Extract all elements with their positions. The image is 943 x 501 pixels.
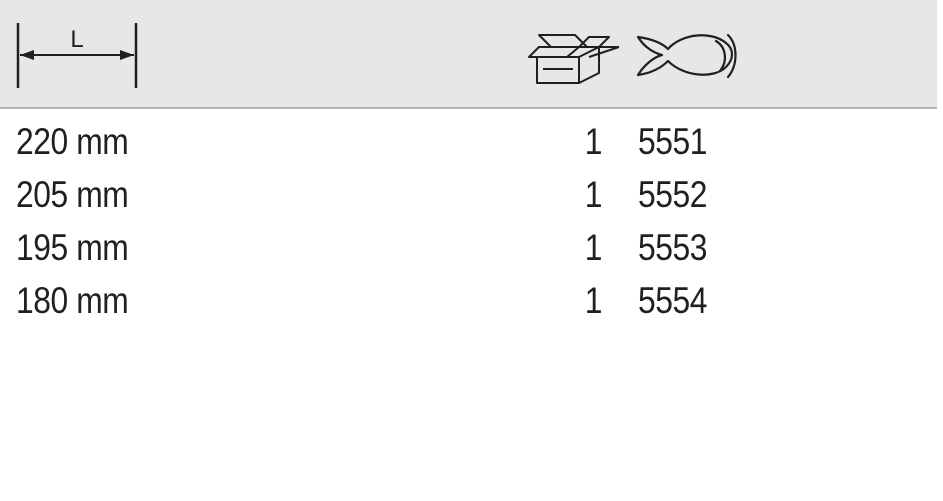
table-header: L [0,0,937,109]
quantity-cell: 1 [584,174,603,215]
length-cell: 195 mm [16,227,129,268]
open-box-icon [528,34,620,84]
table-row: 220 mm 1 5551 [0,114,937,167]
product-table: 220 mm 1 5551 205 mm 1 5552 195 mm 1 555… [0,114,937,326]
table-row: 205 mm 1 5552 [0,167,937,220]
fish-icon [636,33,737,79]
article-number-cell: 5554 [638,280,708,321]
length-symbol: L [70,26,83,53]
length-cell: 180 mm [16,280,129,321]
quantity-cell: 1 [584,280,603,321]
article-number-cell: 5551 [638,121,708,162]
quantity-cell: 1 [584,121,603,162]
article-number-cell: 5553 [638,227,708,268]
length-cell: 205 mm [16,174,129,215]
article-number-cell: 5552 [638,174,708,215]
quantity-cell: 1 [584,227,603,268]
table-row: 180 mm 1 5554 [0,273,937,326]
table-row: 195 mm 1 5553 [0,220,937,273]
length-cell: 220 mm [16,121,129,162]
length-dimension-icon: L [16,23,138,88]
